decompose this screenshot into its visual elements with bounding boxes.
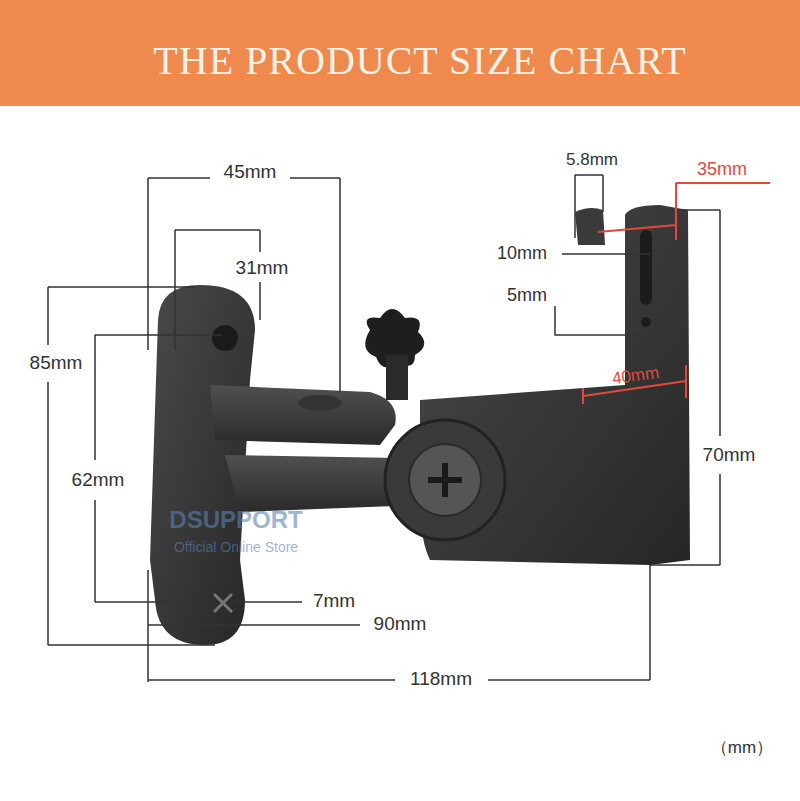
dimension: 5mm <box>505 286 549 306</box>
dimension-lines <box>48 175 720 682</box>
dimension: 118mm <box>408 669 474 690</box>
pivot-washer <box>409 444 481 516</box>
dimension: 90mm <box>372 614 429 635</box>
cradle-lip <box>575 208 605 245</box>
red-dimension-lines <box>583 183 770 404</box>
screw-head <box>428 463 462 497</box>
dimension: 35mm <box>695 160 749 180</box>
arm-joint <box>298 395 342 411</box>
watermark: Official Online Store <box>172 540 300 555</box>
dimension: 7mm <box>311 591 357 612</box>
unit-note: （mm） <box>709 739 775 758</box>
screw-mark <box>214 594 232 612</box>
dimension: 31mm <box>234 258 291 279</box>
slot-hole <box>641 317 651 327</box>
dimension: 85mm <box>28 353 85 374</box>
dimension: 45mm <box>222 162 279 183</box>
dimension: 70mm <box>701 445 758 466</box>
pivot-disc <box>385 420 505 540</box>
title: THE PRODUCT SIZE CHART <box>153 37 686 84</box>
mount-hole <box>212 325 238 351</box>
dimension: 40mm <box>609 363 662 389</box>
dimension: 5.8mm <box>564 151 620 170</box>
watermark: DSUPPORT <box>167 507 304 533</box>
dimension: 10mm <box>495 244 549 264</box>
upper-arm <box>210 385 396 445</box>
slot <box>640 230 652 305</box>
dimension: 62mm <box>70 470 127 491</box>
knob-stem <box>386 355 408 400</box>
